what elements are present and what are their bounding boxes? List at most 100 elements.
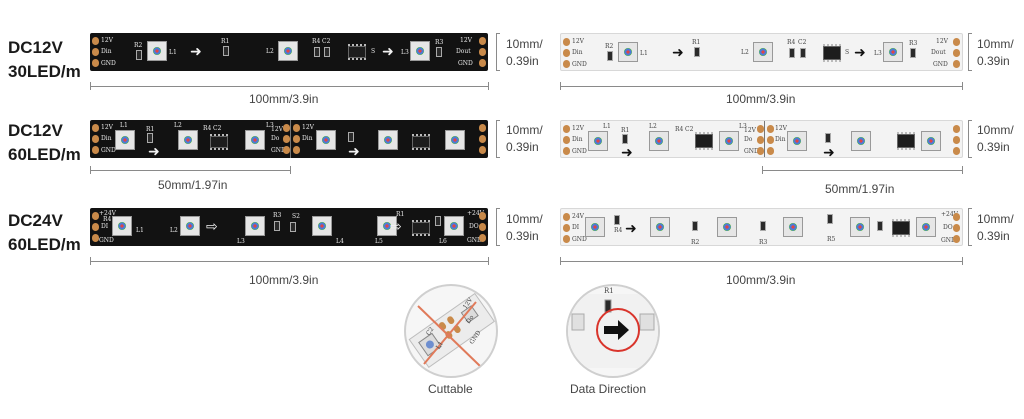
row-1-height-dim-right: 10mm/ 0.39in [977, 36, 1014, 70]
led-5050 [783, 217, 803, 237]
resistor [877, 221, 883, 231]
silk-l1: L1 [603, 123, 611, 130]
chip-pins [412, 234, 430, 236]
height-dim-mm: 10mm/ [506, 37, 543, 51]
silk-l6: L6 [439, 238, 447, 245]
copper-pad [767, 147, 774, 155]
row-3-length-dim-right: 100mm/3.9in [726, 273, 796, 287]
copper-pad [283, 146, 290, 154]
silk-l3: L3 [739, 123, 747, 130]
silk-r4: R4 [614, 227, 623, 234]
arrow-right-icon: ➜ [190, 43, 202, 59]
chip-pins [412, 220, 430, 222]
row-3-voltage: DC24V [8, 211, 63, 230]
row-2-height-dim-right: 10mm/ 0.39in [977, 122, 1014, 156]
height-bracket [496, 33, 500, 71]
silk-r1: R1 [621, 127, 630, 134]
led-5050 [245, 130, 265, 150]
capacitor [324, 47, 330, 57]
height-dim-in: 0.39in [506, 229, 539, 243]
height-dim-mm: 10mm/ [977, 212, 1014, 226]
silk-left-mid: DI [101, 223, 109, 230]
dim-line [90, 170, 290, 171]
chip-pins [823, 60, 841, 62]
resistor [436, 47, 442, 57]
silk-l1: L1 [640, 50, 648, 57]
silk-r2: R2 [691, 239, 700, 246]
silk-l3: L3 [237, 238, 245, 245]
silk-l2: L2 [170, 227, 178, 234]
height-dim-in: 0.39in [506, 54, 539, 68]
dim-tick [962, 166, 963, 174]
row-1-length-dim-right: 100mm/3.9in [726, 92, 796, 106]
silk-r1: R1 [396, 211, 405, 218]
copper-pad [953, 224, 960, 232]
led-5050 [444, 216, 464, 236]
chip-pins [348, 58, 366, 60]
arrow-right-icon: ➜ [823, 144, 835, 158]
copper-pad [92, 223, 99, 231]
led-5050 [115, 130, 135, 150]
driver-ic-chip [897, 134, 915, 148]
led-5050 [649, 131, 669, 151]
silk-left-top: 12V [572, 38, 584, 45]
silk-right-bot: GND [941, 237, 956, 244]
silk-r4: R4 [675, 126, 684, 133]
silk-left-bot: GND [101, 60, 116, 67]
row-2-white-strip: 12V Din GND L1 R1 ➜ L2 R4 C2 L3 12V Do G… [560, 120, 963, 158]
cut-line [290, 120, 291, 158]
dim-tick [488, 257, 489, 265]
data-direction-callout: R1 [566, 284, 660, 378]
copper-pad [479, 48, 486, 56]
copper-pad [767, 125, 774, 133]
chip-pins [210, 134, 228, 136]
silk-s2: S2 [292, 213, 300, 220]
silk-right-bot: GND [271, 147, 286, 154]
dim-line [762, 170, 962, 171]
data-direction-illustration [568, 294, 658, 368]
copper-pad [563, 125, 570, 133]
copper-pad [953, 213, 960, 221]
silk-left-mid: Din [572, 136, 583, 143]
silk-c2: C2 [322, 38, 331, 45]
silk-r3: R3 [273, 212, 282, 219]
silk-right-mid: DO [469, 223, 479, 230]
silk-c2: C2 [798, 39, 807, 46]
silk-l1: L1 [136, 227, 144, 234]
led-5050 [753, 42, 773, 62]
copper-pad [953, 125, 960, 133]
row-2-height-dim: 10mm/ 0.39in [506, 122, 543, 156]
silk-right-bot: GND [458, 60, 473, 67]
silk-l1: L1 [169, 49, 177, 56]
row-1-white-strip: 12V Din GND R2 L1 R1 ➜ L2 R4 C2 S ➜ L3 R… [560, 33, 963, 71]
resistor [789, 48, 795, 58]
height-dim-in: 0.39in [977, 140, 1010, 154]
silk-r3: R3 [909, 40, 918, 47]
silk-l3: L3 [401, 49, 409, 56]
resistor [274, 221, 280, 231]
copper-pad [563, 60, 570, 68]
copper-pad [953, 147, 960, 155]
silk-left-mid: DI [572, 224, 580, 231]
copper-pad [92, 48, 99, 56]
row-2-density: 60LED/m [8, 145, 81, 164]
copper-pad [479, 234, 486, 242]
copper-pad [953, 38, 960, 46]
copper-pad [92, 59, 99, 67]
silk-r4: R4 [103, 216, 112, 223]
resistor [314, 47, 320, 57]
silk-l2: L2 [649, 123, 657, 130]
silk-right-mid: Do [744, 136, 753, 143]
copper-pad [767, 136, 774, 144]
row-3-height-dim: 10mm/ 0.39in [506, 211, 543, 245]
silk-right-bot: GND [933, 61, 948, 68]
silk-c2: C2 [685, 126, 694, 133]
resistor [622, 134, 628, 144]
led-5050 [916, 217, 936, 237]
resistor [607, 51, 613, 61]
row-3-white-strip: 24V DI GND R4 ➜ R2 R3 R5 +24V DO GND [560, 208, 963, 246]
copper-pad [283, 135, 290, 143]
driver-ic-chip [695, 134, 713, 148]
data-direction-silk-r1: R1 [604, 287, 614, 295]
led-5050 [316, 130, 336, 150]
